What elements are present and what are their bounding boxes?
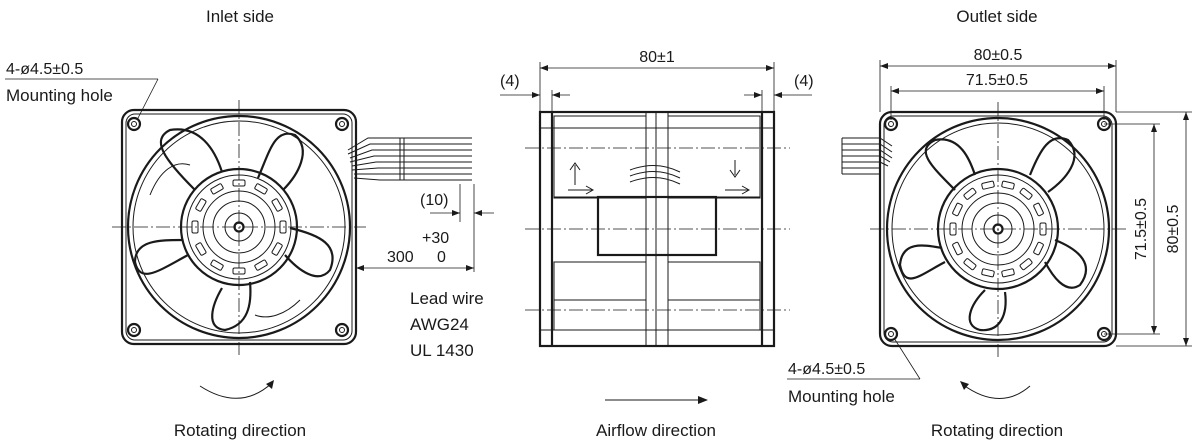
inlet-mounting-holes: [126, 116, 350, 338]
lead-tail-dim: (10): [420, 192, 448, 209]
outlet-impeller-blades: [898, 137, 1087, 332]
outlet-pitch-dim: 71.5±0.5: [966, 72, 1028, 89]
side-motor-body: [596, 195, 718, 257]
outlet-view: Outlet side 80±0.5 71.5±0.5: [787, 7, 1192, 440]
hub-slot: [1033, 202, 1044, 217]
inlet-hub-slots: [191, 179, 287, 275]
side-left-flange-dim: (4): [500, 73, 520, 90]
hub-slot: [1019, 258, 1033, 271]
inlet-hole-spec: 4-ø4.5±0.5: [6, 61, 83, 78]
hub-slot: [271, 198, 283, 212]
side-view: 80±1 (4) (4): [500, 49, 814, 440]
inlet-rotating-direction: Rotating direction: [174, 421, 306, 440]
hub-slot: [210, 183, 224, 195]
outlet-hole-spec: 4-ø4.5±0.5: [788, 361, 865, 378]
side-right-flange-dim: (4): [794, 73, 814, 90]
hub-slot: [271, 242, 283, 256]
outlet-vertical-pitch-dim: 71.5±0.5: [1133, 198, 1150, 260]
inlet-hole-label: Mounting hole: [6, 86, 113, 105]
inlet-rotation-arrow: [199, 382, 273, 399]
hub-slot: [1001, 180, 1015, 190]
lead-length-lower: 0: [437, 249, 446, 266]
inlet-lead-wires: [347, 137, 472, 181]
hub-slot: [952, 241, 963, 256]
outlet-vertical-outer-dim: 80±0.5: [1165, 204, 1182, 253]
lead-wire-gauge: AWG24: [410, 315, 469, 334]
outlet-rotation-arrow: [961, 383, 1031, 399]
hub-slot: [210, 259, 224, 271]
hub-slot: [963, 258, 977, 271]
outlet-lead-wires: [841, 137, 893, 175]
lead-wire-standard: UL 1430: [410, 341, 474, 360]
hub-slot: [952, 202, 963, 217]
hub-slot: [981, 268, 995, 278]
side-airflow-marks: [568, 160, 751, 195]
hub-slot: [195, 198, 207, 212]
hub-slot: [254, 183, 268, 195]
hub-slot: [254, 259, 268, 271]
hub-slot: [1019, 187, 1033, 200]
outlet-hole-leader: [893, 337, 921, 380]
hub-slot: [981, 180, 995, 190]
inlet-view: Inlet side: [5, 7, 494, 440]
hub-slot: [1033, 241, 1044, 256]
airflow-direction: Airflow direction: [596, 421, 716, 440]
hub-slot: [195, 242, 207, 256]
inlet-title: Inlet side: [206, 7, 274, 26]
outlet-rotating-direction: Rotating direction: [931, 421, 1063, 440]
inlet-hole-leader: [136, 78, 159, 121]
outlet-title: Outlet side: [956, 7, 1037, 26]
hub-slot: [1001, 268, 1015, 278]
lead-length-main: 300: [387, 249, 414, 266]
lead-wire-label: Lead wire: [410, 289, 484, 308]
inlet-impeller-blades: [133, 128, 334, 332]
lead-length-tol: +30: [422, 230, 449, 247]
outlet-width-dim: 80±0.5: [974, 47, 1023, 64]
hub-slot: [963, 187, 977, 200]
side-width-dim: 80±1: [639, 49, 675, 66]
outlet-hole-label: Mounting hole: [788, 387, 895, 406]
